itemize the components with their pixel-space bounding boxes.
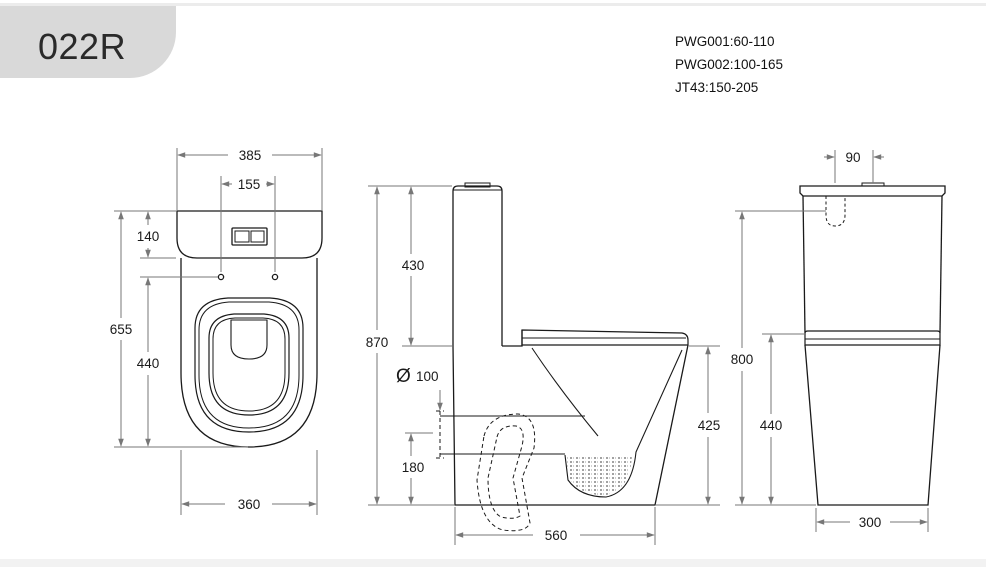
dim-base-width: 360 bbox=[238, 497, 261, 512]
side-bowl-outline bbox=[452, 344, 689, 506]
top-cistern-outline bbox=[176, 210, 323, 259]
model-tab: 022R bbox=[0, 6, 176, 78]
outlet-pipe-hidden bbox=[436, 410, 536, 532]
side-view-labels: 870 430 Ø 100 180 425 560 bbox=[366, 258, 721, 543]
dim-tank-depth: 140 bbox=[137, 229, 160, 244]
dim-total-height: 870 bbox=[366, 335, 389, 350]
side-tank-outline bbox=[452, 185, 503, 346]
top-bowl-outline bbox=[180, 258, 318, 448]
front-view-dimensions bbox=[735, 150, 929, 532]
top-view-labels: 385 155 140 655 440 360 bbox=[110, 148, 262, 512]
front-seat bbox=[804, 330, 941, 346]
dim-outlet-height: 180 bbox=[402, 460, 425, 475]
side-view-dimensions bbox=[368, 185, 720, 545]
front-view-labels: 90 800 440 300 bbox=[731, 150, 882, 530]
front-view bbox=[799, 182, 946, 506]
side-seat bbox=[521, 329, 689, 346]
dim-outlet-diameter: 100 bbox=[416, 369, 439, 384]
dim-overall-width: 385 bbox=[239, 148, 262, 163]
dim-tank-height: 430 bbox=[402, 258, 425, 273]
overflow-hidden bbox=[825, 196, 846, 227]
side-bowl-inner bbox=[531, 347, 599, 437]
dim-front-base-width: 300 bbox=[859, 515, 882, 530]
front-bowl-outline bbox=[804, 344, 941, 506]
dim-button-spacing: 155 bbox=[238, 177, 261, 192]
spec-item: JT43:150-205 bbox=[675, 80, 759, 95]
dim-front-height: 800 bbox=[731, 352, 754, 367]
dim-overall-length: 655 bbox=[110, 322, 133, 337]
top-divider bbox=[0, 3, 986, 6]
diameter-symbol: Ø bbox=[396, 366, 411, 387]
flush-button bbox=[231, 227, 268, 246]
dim-front-bowl-height: 440 bbox=[760, 418, 783, 433]
side-view bbox=[436, 182, 689, 532]
dim-seat-height: 425 bbox=[698, 418, 721, 433]
bottom-divider bbox=[0, 559, 986, 567]
dim-bowl-length: 440 bbox=[137, 356, 160, 371]
spec-item: PWG001:60-110 bbox=[675, 34, 775, 49]
front-tank-lid bbox=[799, 185, 946, 197]
spec-list: PWG001:60-110 PWG002:100-165 JT43:150-20… bbox=[675, 30, 783, 99]
front-flush-button bbox=[861, 182, 885, 187]
top-view-dimensions bbox=[114, 148, 323, 515]
dim-button-width: 90 bbox=[845, 150, 860, 165]
model-title: 022R bbox=[38, 26, 127, 67]
top-view bbox=[176, 210, 323, 448]
fixing-hole-left bbox=[217, 273, 225, 281]
side-flush-button bbox=[464, 182, 491, 188]
seat-outline bbox=[194, 297, 304, 433]
fixing-hole-right bbox=[271, 273, 279, 281]
dim-base-length: 560 bbox=[545, 528, 568, 543]
spec-item: PWG002:100-165 bbox=[675, 57, 784, 72]
